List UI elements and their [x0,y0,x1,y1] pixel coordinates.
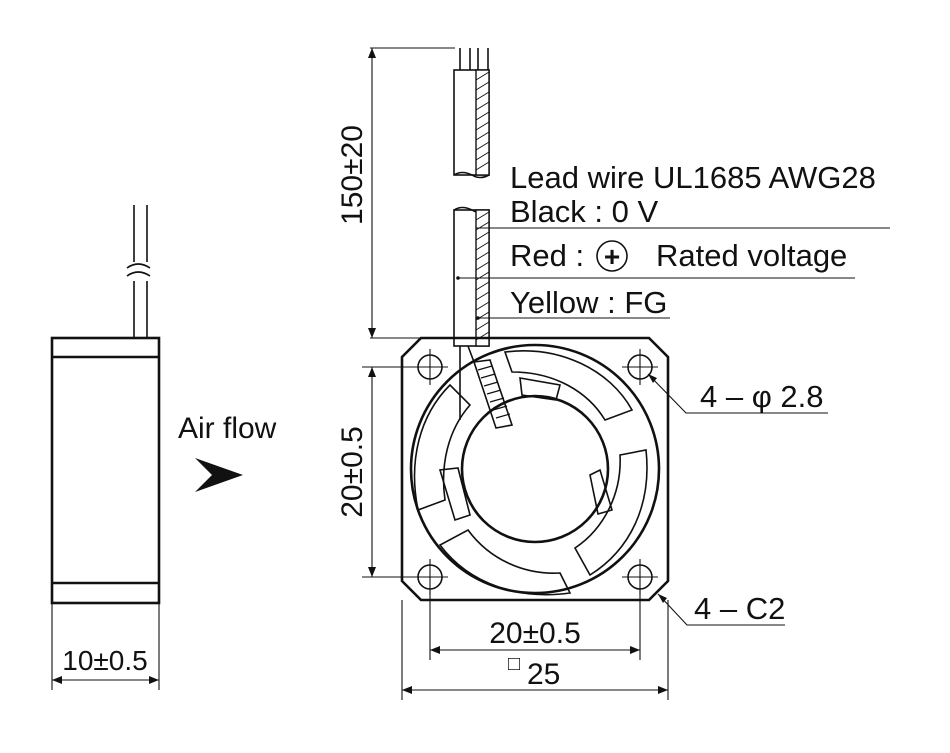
dim-hole-pitch-horizontal-label: 20±0.5 [489,617,581,650]
lead-wire [453,48,490,347]
rated-voltage-label: Rated voltage [656,238,847,273]
dim-thickness-label: 10±0.5 [62,645,147,676]
air-flow-label: Air flow [178,412,277,445]
wire-entry [459,345,514,429]
square-symbol-icon: □ [508,653,520,675]
fan-side-body [50,336,161,605]
chamfer-label: 4 – C2 [694,591,785,626]
lead-wire-spec-label: Lead wire UL1685 AWG28 [510,160,876,195]
side-view: 10±0.5 [50,205,161,690]
shroud-ring [409,343,661,595]
front-view: 150±20 Lead wire UL1685 AWG28 Black : 0 … [336,47,890,700]
dim-hole-pitch-vertical-label: 20±0.5 [336,426,369,518]
arrow-right-icon [195,458,243,492]
plus-circle-icon [596,240,628,272]
plus-symbol: + [604,241,620,272]
yellow-wire-label: Yellow : FG [510,285,667,320]
wire-break-icon [126,263,151,277]
fan-hub [460,394,610,544]
dim-lead-length-label: 150±20 [336,125,369,225]
fan-frame [400,336,670,602]
holes-label: 4 – φ 2.8 [700,379,824,414]
red-wire-label: Red : [510,238,584,273]
dim-frame-square-label: 25 [527,658,560,691]
black-wire-label: Black : 0 V [510,194,658,229]
